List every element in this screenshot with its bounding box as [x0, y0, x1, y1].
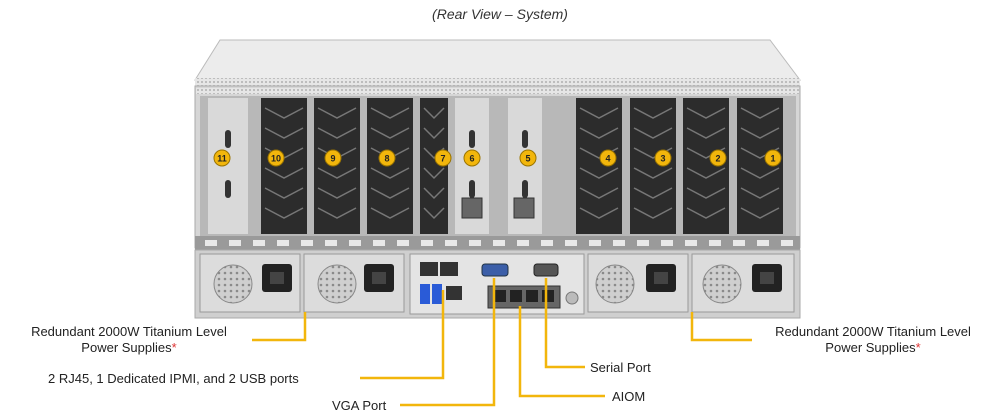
asterisk: * [915, 340, 921, 355]
callout-line [518, 306, 605, 398]
chassis-top [194, 39, 801, 81]
usb-port [432, 284, 442, 304]
slot-number-badge [654, 149, 672, 167]
slot-number-badge [463, 149, 481, 167]
psu-left-b [303, 253, 405, 313]
slot-number-badge [213, 149, 231, 167]
view-title: (Rear View – System) [432, 6, 568, 22]
pcie-slot-bracket [208, 98, 248, 234]
usb-port [420, 284, 430, 304]
slot-number-label: 11 [217, 154, 227, 164]
serial-label: Serial Port [590, 360, 651, 375]
slot-number-badge [764, 149, 782, 167]
callout-line [690, 312, 752, 342]
slot-number-badge [267, 149, 285, 167]
slot-number-badge [324, 149, 342, 167]
callout-line [400, 278, 496, 407]
slot-number-label: 6 [469, 154, 474, 164]
slot-number-label: 1 [770, 154, 775, 164]
slot-number-label: 7 [440, 154, 445, 164]
callout-line [360, 290, 445, 380]
asterisk: * [171, 340, 177, 355]
psu-left-label: Redundant 2000W Titanium Level Power Sup… [4, 324, 254, 356]
slot-number-badge [434, 149, 452, 167]
callout-line [544, 278, 585, 369]
vga-connector [481, 263, 509, 277]
slot-number-badge [519, 149, 537, 167]
vga-label: VGA Port [332, 398, 387, 413]
pcie-slot-bracket [683, 98, 729, 234]
center-io-module [409, 253, 585, 315]
slot-number-label: 4 [605, 154, 610, 164]
rj45-port [446, 286, 462, 300]
pcie-slot-bracket [314, 98, 360, 234]
slot-number-label: 10 [271, 154, 281, 164]
pcie-slot-area: 11 10 9 8 7 6 5 4 3 2 1 [200, 96, 796, 236]
serial-connector [533, 263, 559, 277]
slot-number-label: 2 [715, 154, 720, 164]
pcie-slot-bracket [367, 98, 413, 234]
slot-number-badge [599, 149, 617, 167]
rj45-port [440, 262, 458, 276]
slot-number-label: 5 [525, 154, 530, 164]
psu-right-label-line2: Power Supplies [825, 340, 916, 355]
pcie-slot-bracket [630, 98, 676, 234]
ipmi-port [420, 262, 438, 276]
rj45-usb-label: 2 RJ45, 1 Dedicated IPMI, and 2 USB port… [48, 371, 299, 386]
psu-right-b [691, 253, 795, 313]
pcie-slot-bracket [261, 98, 307, 234]
psu-left-label-line1: Redundant 2000W Titanium Level [31, 324, 227, 339]
slot-number-label: 9 [330, 154, 335, 164]
psu-right-label-line1: Redundant 2000W Titanium Level [775, 324, 971, 339]
callout-line [252, 312, 307, 342]
psu-right-label: Redundant 2000W Titanium Level Power Sup… [748, 324, 998, 356]
psu-right-a [587, 253, 689, 313]
slot-number-label: 3 [660, 154, 665, 164]
psu-left-a [199, 253, 301, 313]
slot-number-label: 8 [384, 154, 389, 164]
chassis-top-vent [195, 78, 800, 86]
slot-number-badge [709, 149, 727, 167]
pcie-slot-bracket [576, 98, 622, 234]
slot-number-badge [378, 149, 396, 167]
psu-left-label-line2: Power Supplies [81, 340, 172, 355]
aiom-label: AIOM [612, 389, 646, 404]
